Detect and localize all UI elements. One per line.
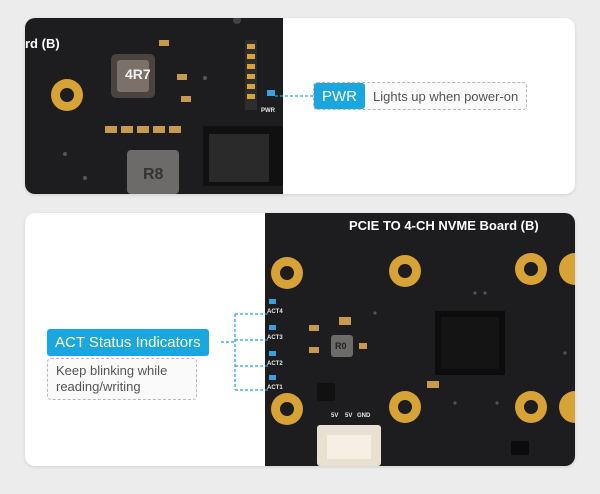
silk-5v-1: 5V (331, 413, 339, 419)
silk-5v-2: 5V (345, 413, 353, 419)
act3-led (269, 325, 276, 330)
pcb-bottom-drawing (269, 253, 575, 466)
silk-act4: ACT4 (267, 309, 283, 315)
inductor-r8 (127, 150, 179, 194)
act1-led (269, 375, 276, 380)
act-callout-desc: Keep blinking while reading/writing (47, 358, 197, 400)
pwr-callout-desc: Lights up when power-on (373, 88, 519, 104)
pwr-callout: PWR Lights up when power-on (313, 82, 528, 110)
silk-act3: ACT3 (267, 335, 283, 341)
inductor2-marking: R8 (143, 166, 164, 183)
inductor-marking: R0 (335, 341, 347, 351)
pwr-led (267, 90, 275, 96)
board-title: rd (B) (25, 36, 60, 51)
silk-act1: ACT1 (267, 385, 283, 391)
pcb-top-drawing (51, 18, 283, 194)
act4-led (269, 299, 276, 304)
act2-led (269, 351, 276, 356)
inductor-r0 (331, 335, 353, 357)
silk-pwr: PWR (261, 108, 275, 114)
silk-act2: ACT2 (267, 361, 283, 367)
silk-gnd: GND (357, 413, 371, 419)
pcb-photo-bottom: PCIE TO 4-CH NVME Board (B) ACT4 ACT3 AC… (265, 213, 575, 466)
act-callout-label: ACT Status Indicators (47, 329, 209, 356)
inductor-marking: 4R7 (125, 66, 151, 82)
pcb-photo-top: rd (B) 4R7 R8 PWR (25, 18, 283, 194)
board-title: PCIE TO 4-CH NVME Board (B) (349, 218, 539, 233)
pwr-led-card: rd (B) 4R7 R8 PWR PWR Lights up when pow… (25, 18, 575, 194)
pwr-callout-label: PWR (314, 83, 365, 109)
act-led-card: PCIE TO 4-CH NVME Board (B) ACT4 ACT3 AC… (25, 213, 575, 466)
